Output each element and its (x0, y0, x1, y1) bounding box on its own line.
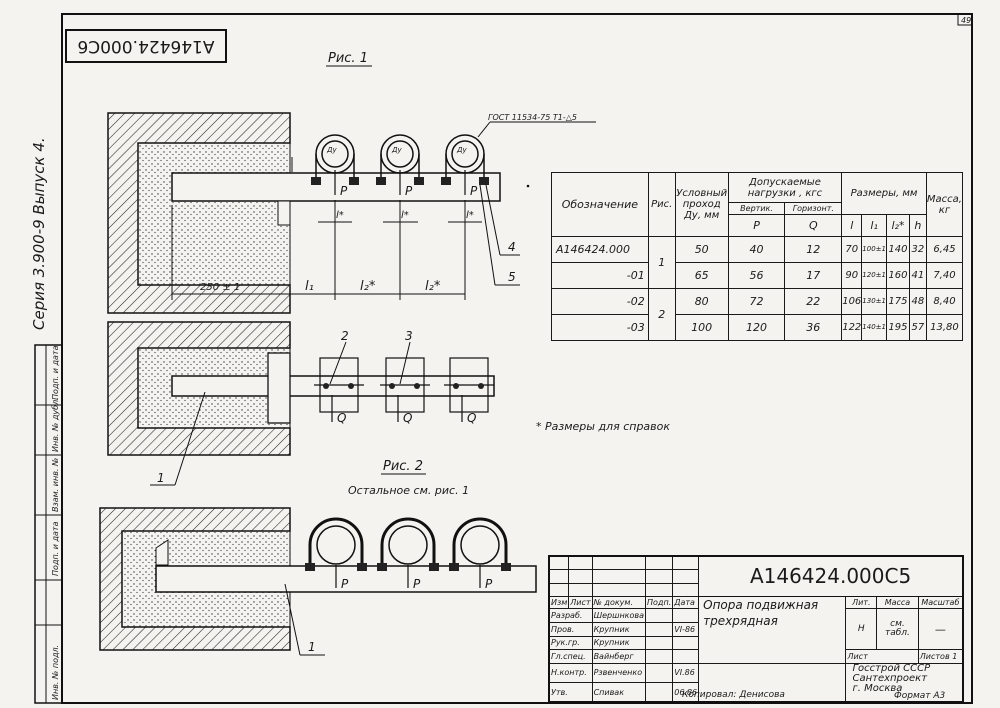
load-p-3: P (470, 184, 478, 198)
margin-label-5: Инв. № подл. (51, 645, 60, 700)
scale-label: Масштаб (917, 596, 964, 610)
scale-value: — (917, 608, 964, 651)
fig2-nuts (305, 563, 511, 571)
margin-label-1: Подп. и дата (51, 345, 60, 400)
fig2-load-p-2: P (413, 577, 421, 591)
load-p-2: P (405, 184, 413, 198)
plan-beam (171, 375, 495, 397)
organization: Госстрой СССР Сантехпроект г. Москва (845, 662, 964, 703)
fig2-subtitle: Остальное см. рис. 1 (348, 484, 469, 497)
th-p: P (727, 214, 786, 237)
margin-table (34, 344, 63, 704)
product-name: Опора подвижная трехрядная (698, 596, 847, 664)
gost-note: ГОСТ 11534-75 Т1-△5 (488, 113, 577, 122)
callout-2: 2 (341, 329, 349, 343)
dim-l2a: l₂* (360, 279, 376, 294)
drawing-code: А146424.000С5 (698, 555, 964, 598)
fig1-load-arrows (334, 170, 466, 195)
fig2-load-p-3: P (485, 577, 493, 591)
th-l1: l₁ (861, 214, 887, 237)
lstar-2: l* (401, 210, 409, 221)
load-p-1: P (340, 184, 348, 198)
fig1-pipes (315, 134, 485, 178)
head-sign: Подп. (645, 596, 674, 610)
du-label-3: Ду (456, 146, 467, 154)
lstar-3: l* (466, 210, 474, 221)
fig1-title: Рис. 1 (328, 51, 368, 66)
plan-nuts (323, 383, 484, 389)
du-label-1: Ду (326, 146, 337, 154)
plan-clamps (314, 357, 494, 413)
plan-q-arrows (331, 395, 463, 422)
load-q-3: Q (467, 411, 476, 425)
lit-label: Лит. (845, 596, 878, 610)
callout-4: 4 (508, 240, 516, 254)
margin-label-3: Взам. инв. № (51, 458, 60, 512)
callout-3: 3 (405, 329, 413, 343)
sheet-number: 49 (961, 16, 971, 25)
head-date: Дата (672, 596, 700, 610)
table-row: -03 100 120 36 122 140±1 195 57 13,80 (551, 314, 964, 341)
fig2-title: Рис. 2 (383, 459, 423, 474)
lit-value: Н (845, 608, 878, 651)
th-h: h (908, 214, 927, 237)
sheet-format: Формат А3 (894, 691, 946, 701)
mass-label: Масса (876, 596, 919, 610)
fig2-load-arrows (335, 565, 481, 588)
du-label-2: Ду (391, 146, 402, 154)
margin-label-2: Инв. № дубл. (51, 397, 60, 452)
th-fig: Рис. (647, 172, 676, 237)
head-list: Лист (568, 596, 593, 610)
lstar-1: l* (336, 210, 344, 221)
table-row: А146424.000 1 50 40 12 70 100±1 140 32 6… (551, 236, 964, 289)
th-q: Q (784, 214, 843, 237)
fig2-callout-1: 1 (308, 640, 316, 654)
stamp-box (65, 29, 227, 63)
series-label: Серия 3.900-9 Выпуск 4. (30, 137, 48, 330)
mass-value: см. табл. (876, 608, 919, 651)
load-q-2: Q (403, 411, 412, 425)
fig2-beam (155, 565, 537, 593)
th-mass: Масса, кг (925, 172, 964, 237)
dim-l2b: l₂* (425, 279, 441, 294)
sheet-number-box (957, 13, 973, 26)
fig2-pipes (308, 517, 508, 566)
table-row: -01 65 56 17 90 120±1 160 41 7,40 (551, 262, 964, 289)
sheets-label: Листов 1 (917, 649, 964, 664)
callout-1: 1 (157, 471, 165, 485)
th-horiz: Горизонт. (784, 202, 843, 215)
th-sizes: Размеры, мм (841, 172, 927, 215)
head-izm: Изм (548, 596, 570, 610)
spec-table: Обозначение Рис. Условный проход Ду, мм … (551, 172, 964, 341)
dim-250: 250 ± 1 (200, 282, 240, 293)
fig1-wall (107, 112, 291, 314)
th-bore: Условный проход Ду, мм (674, 172, 729, 237)
fig1-chain-dims (171, 200, 466, 300)
th-designation: Обозначение (551, 172, 649, 237)
stamp-code: А146424.000С6 (77, 36, 214, 56)
th-l2: l₂* (885, 214, 910, 237)
head-doc: № докум. (591, 596, 647, 610)
callout-5: 5 (508, 270, 516, 284)
th-l: l (841, 214, 863, 237)
dim-l1: l₁ (305, 279, 314, 294)
plan-plate (267, 352, 291, 424)
reference-note: * Размеры для справок (536, 420, 670, 433)
margin-label-4: Подп. и дата (51, 521, 60, 576)
fig2-load-p-1: P (341, 577, 349, 591)
sheet-label: Лист (845, 649, 919, 664)
load-q-1: Q (337, 411, 346, 425)
title-block: А146424.000С5 Изм Лист № докум. Подп. Да… (548, 555, 964, 703)
table-row: -02 2 80 72 22 106 130±1 175 48 8,40 (551, 288, 964, 341)
th-loads: Допускаемые нагрузки , кгс (727, 172, 843, 203)
th-vert: Вертик. (727, 202, 786, 215)
fig1-nuts (311, 177, 489, 185)
